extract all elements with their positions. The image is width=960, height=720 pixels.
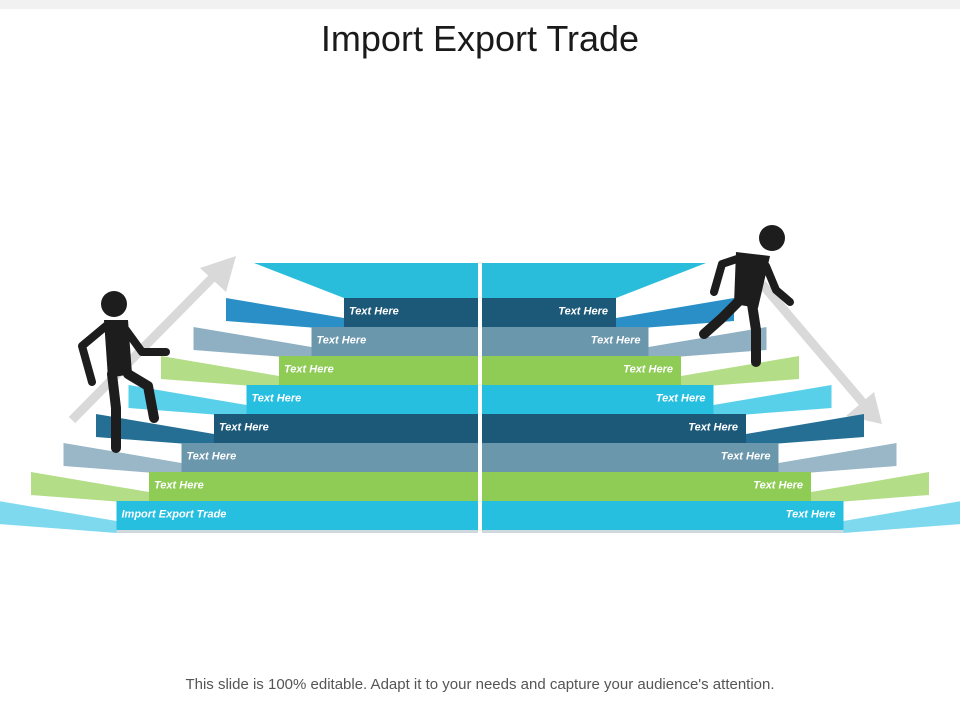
step-side-right xyxy=(681,356,799,388)
step-side-right xyxy=(778,443,897,475)
step-side-right xyxy=(843,501,960,533)
step-label-left: Text Here xyxy=(219,422,269,434)
top-face-left xyxy=(254,263,478,298)
step-front-right xyxy=(482,414,746,443)
step-side-left xyxy=(0,501,117,533)
step-front-left xyxy=(279,356,478,385)
step-side-left xyxy=(128,385,247,417)
step-front-left xyxy=(181,443,478,472)
base-shadow-right xyxy=(482,530,844,533)
step-label-right: Text Here xyxy=(688,422,738,434)
step-label-right: Text Here xyxy=(623,364,673,376)
step-side-right xyxy=(713,385,832,417)
step-front-right xyxy=(482,356,681,385)
step-side-left xyxy=(63,443,182,475)
step-label-left: Import Export Trade xyxy=(122,509,227,521)
step-label-left: Text Here xyxy=(187,451,237,463)
step-front-left xyxy=(149,472,478,501)
step-front-right xyxy=(482,443,779,472)
step-label-right: Text Here xyxy=(656,393,706,405)
step-label-right: Text Here xyxy=(558,306,608,318)
step-front-left xyxy=(116,501,478,530)
top-face-right xyxy=(482,263,706,298)
top-bar xyxy=(0,0,960,9)
slide-title: Import Export Trade xyxy=(320,18,640,59)
step-side-right xyxy=(746,414,864,446)
step-side-right xyxy=(648,327,767,359)
step-label-left: Text Here xyxy=(154,480,204,492)
step-label-right: Text Here xyxy=(721,451,771,463)
step-side-left xyxy=(96,414,214,446)
step-side-right xyxy=(811,472,929,504)
step-front-left xyxy=(246,385,478,414)
person-descending-icon xyxy=(699,225,794,367)
step-side-left xyxy=(226,298,344,330)
step-front-right xyxy=(482,472,811,501)
step-label-left: Text Here xyxy=(284,364,334,376)
step-front-right xyxy=(482,385,714,414)
footer-note: This slide is 100% editable. Adapt it to… xyxy=(185,676,775,693)
step-side-left xyxy=(161,356,279,388)
step-label-left: Text Here xyxy=(317,335,367,347)
step-front-left xyxy=(344,298,478,327)
step-label-right: Text Here xyxy=(591,335,641,347)
arrow-up-right-icon xyxy=(68,256,236,424)
step-front-right xyxy=(482,298,616,327)
step-side-right xyxy=(616,298,734,330)
step-front-left xyxy=(311,327,478,356)
step-front-right xyxy=(482,501,844,530)
step-label-left: Text Here xyxy=(349,306,399,318)
step-side-left xyxy=(193,327,312,359)
step-front-right xyxy=(482,327,649,356)
step-label-right: Text Here xyxy=(786,509,836,521)
person-climbing-icon xyxy=(78,291,170,453)
step-label-right: Text Here xyxy=(753,480,803,492)
step-label-left: Text Here xyxy=(252,393,302,405)
step-front-left xyxy=(214,414,478,443)
step-side-left xyxy=(31,472,149,504)
base-shadow-left xyxy=(116,530,478,533)
